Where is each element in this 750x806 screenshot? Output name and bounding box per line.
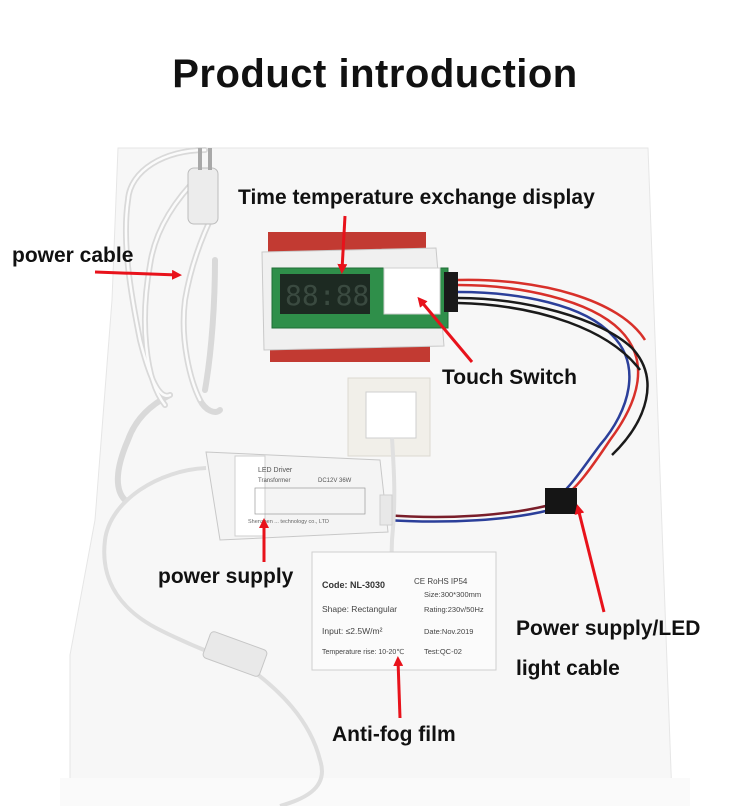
spec-test: Test:QC-02 — [424, 647, 462, 656]
arrow-touch-switch — [417, 296, 474, 363]
page-title: Product introduction — [172, 52, 578, 96]
wire-connector — [545, 488, 577, 514]
power-connector — [202, 631, 268, 677]
driver-maker: Shenzhen ... technology co., LTD — [248, 519, 329, 525]
spec-code: Code: NL-3030 — [322, 580, 385, 590]
driver-type: Transformer — [258, 478, 290, 484]
label-power-cable: power cable — [12, 244, 134, 267]
driver-brand: LED Driver — [258, 467, 293, 474]
touch-switch-pad — [383, 267, 441, 315]
label-led-cable-line2: light cable — [516, 657, 620, 680]
led-driver: LED Driver Transformer DC12V 36W Shenzhe… — [205, 451, 393, 541]
spec-rating: Rating:230v/50Hz — [424, 605, 484, 614]
arrow-anti-fog — [393, 656, 404, 719]
label-led-cable-line1: Power supply/LED — [516, 617, 701, 640]
spec-label: Code: NL-3030 CE RoHS IP54 Size:300*300m… — [311, 551, 497, 671]
label-power-supply: power supply — [158, 565, 294, 588]
arrow-power-cable — [94, 269, 182, 280]
display-module: 88:88 — [261, 232, 458, 362]
power-plug — [187, 148, 219, 225]
driver-rating: DC12V 36W — [318, 478, 352, 484]
spec-input: Input: ≤2.5W/m² — [322, 626, 383, 636]
arrow-display — [337, 215, 348, 274]
seven-segment-display: 88:88 — [285, 279, 369, 312]
spec-temp: Temperature rise: 10-20℃ — [322, 649, 404, 656]
label-anti-fog: Anti-fog film — [332, 723, 456, 746]
spec-marks: CE RoHS IP54 — [414, 577, 468, 586]
spec-shape: Shape: Rectangular — [322, 604, 397, 614]
label-touch-switch: Touch Switch — [442, 366, 577, 389]
film-bottom-edge — [60, 778, 690, 806]
spec-date: Date:Nov.2019 — [424, 627, 473, 636]
led-wires — [384, 278, 649, 523]
spec-size: Size:300*300mm — [424, 590, 481, 599]
arrow-led-cable — [574, 504, 606, 613]
label-display: Time temperature exchange display — [238, 186, 595, 209]
